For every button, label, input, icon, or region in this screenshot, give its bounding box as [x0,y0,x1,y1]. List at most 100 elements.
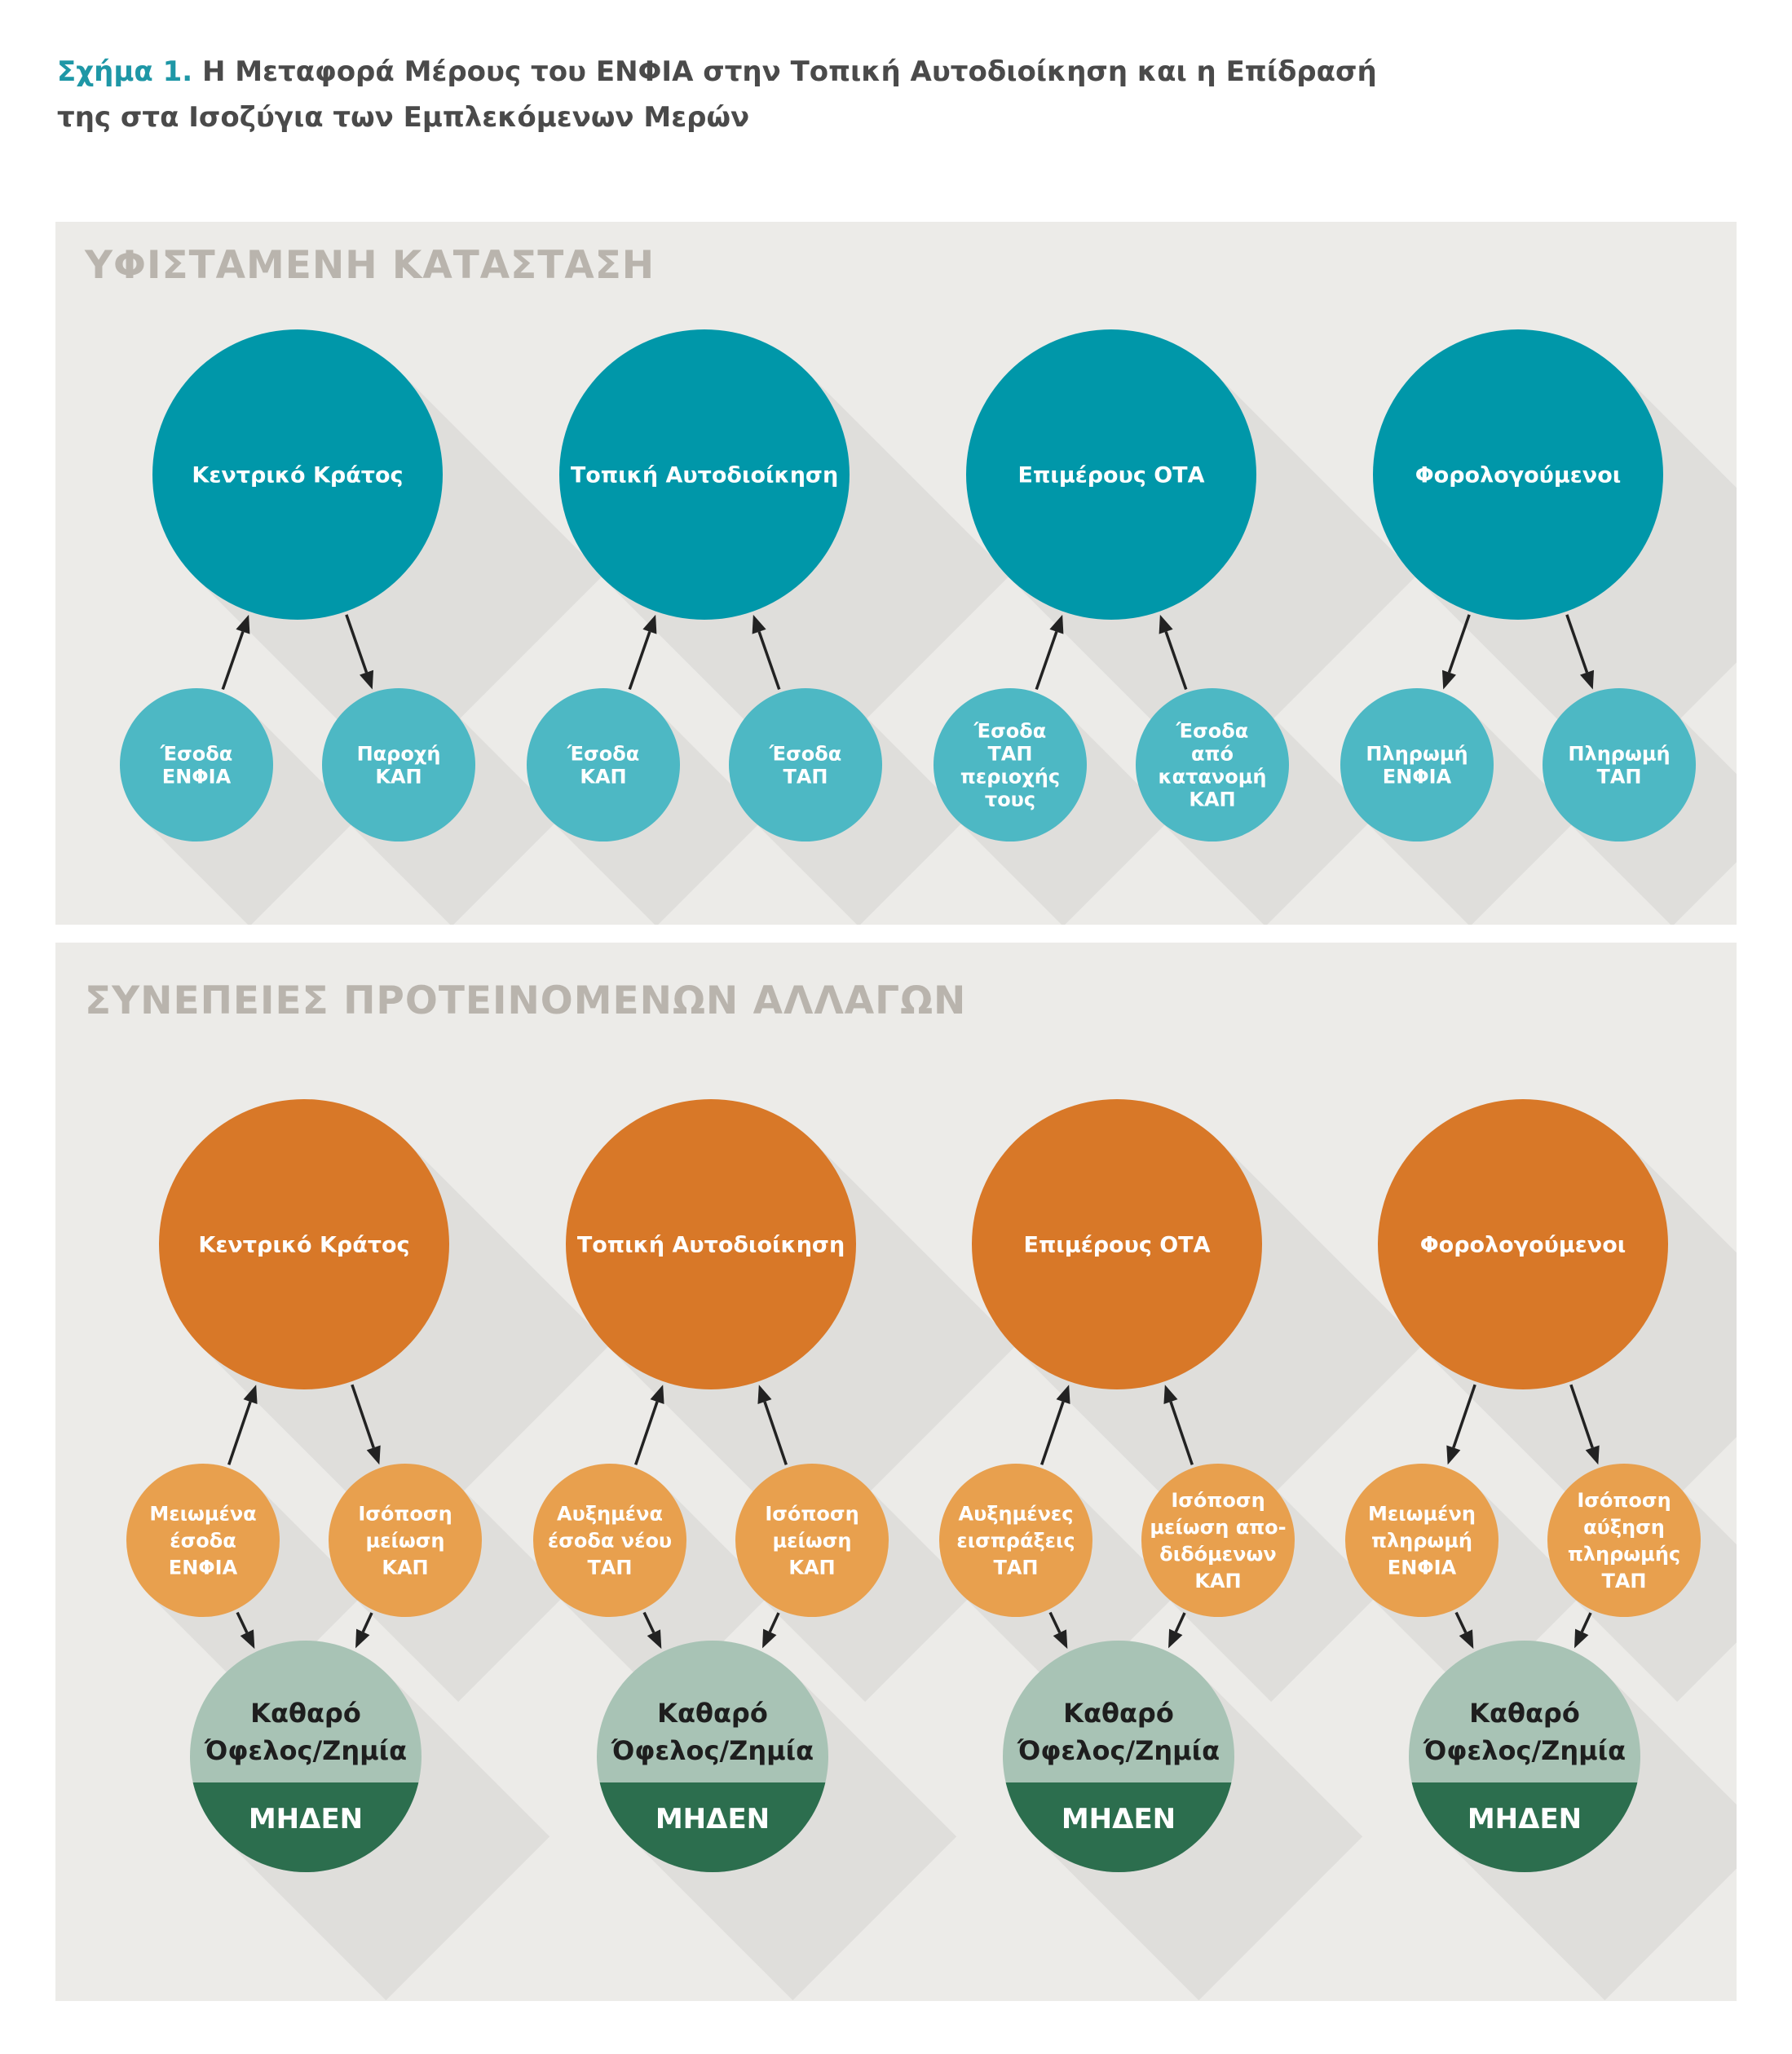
net-result-label: Όφελος/Ζημία [204,1735,407,1766]
flow-arrow-line [1565,614,1589,674]
entity-circle [1373,329,1663,620]
flow-arrow-head [1056,1385,1070,1404]
flow-arrow-head [642,614,657,634]
flow-label-left: έσοδα νέου [548,1530,672,1553]
flow-arrow-line [1174,1612,1186,1633]
flow-label-left: ΕΝΦΙΑ [1388,1557,1457,1579]
flow-circle-right [1136,688,1289,841]
flow-circle-left [934,688,1087,841]
flow-arrow-head [1459,1629,1474,1650]
flow-arrow-head [647,1629,662,1650]
flow-arrow-line [763,1401,788,1465]
flow-circle-right [735,1464,889,1617]
flow-label-right: ΚΑΠ [375,766,422,788]
flow-arrow-head [1163,1385,1178,1404]
figure-title-line-1: Σχήμα 1. Η Μεταφορά Μέρους του ΕΝΦΙΑ στη… [57,49,1606,95]
flow-arrow-head [762,1628,777,1649]
entity-label: Τοπική Αυτοδιοίκηση [571,463,838,488]
flow-arrow-line [236,1611,249,1634]
entity-circle [566,1099,856,1389]
net-result-label: Καθαρό [1469,1698,1580,1729]
flow-label-right: πληρωμής [1568,1543,1680,1566]
panel-title-proposed-changes: ΣΥΝΕΠΕΙΕΣ ΠΡΟΤΕΙΝΟΜΕΝΩΝ ΑΛΛΑΓΩΝ [85,978,967,1023]
flow-label-right: Ισόποση [1577,1489,1671,1512]
flow-arrow-line [1569,1384,1594,1449]
entity-label: Φορολογούμενοι [1420,1233,1626,1258]
entity-label: Τοπική Αυτοδιοίκηση [577,1233,845,1258]
flow-label-left: Μειωμένη [1368,1503,1476,1526]
flow-label-left: Μειωμένα [149,1503,256,1526]
net-result-value: ΜΗΔΕΝ [249,1803,363,1835]
flow-arrow-head [757,1385,772,1404]
flow-arrow-line [628,631,651,691]
flow-arrow-line [221,631,245,691]
flow-circle-left [527,688,680,841]
flow-arrow-head [360,669,374,690]
flow-arrow-head [355,1628,370,1649]
panel-title-current-situation: ΥΦΙΣΤΑΜΕΝΗ ΚΑΤΑΣΤΑΣΗ [85,243,655,288]
flow-arrow-line [1048,1611,1062,1634]
entity-label: Κεντρικό Κράτος [192,463,403,488]
net-result-value: ΜΗΔΕΝ [1062,1803,1176,1835]
flow-circle-right [322,688,475,841]
flow-circle-left [1340,688,1494,841]
flow-arrow-line [1035,631,1058,691]
figure-title: Σχήμα 1. Η Μεταφορά Μέρους του ΕΝΦΙΑ στη… [57,49,1606,140]
flow-label-left: ΕΝΦΙΑ [1383,766,1452,788]
diagram-proposed-changes: Κεντρικό ΚράτοςΜειωμέναέσοδαΕΝΦΙΑΙσόποση… [126,1099,1737,2001]
flow-arrow-head [366,1445,381,1465]
flow-arrow-line [361,1612,373,1633]
flow-arrow-line [768,1612,780,1633]
flow-arrow-line [634,1401,659,1465]
flow-label-right: ΤΑΠ [1596,766,1641,788]
flow-arrow-line [1454,1611,1468,1634]
flow-label-left: έσοδα [170,1530,236,1553]
flow-arrow-line [1164,631,1188,691]
entity-label: Επιμέρους ΟΤΑ [1024,1233,1211,1258]
figure-number: Σχήμα 1. [57,55,193,88]
figure-title-line-2: της στα Ισοζύγια των Εμπλεκόμενων Μερών [57,101,750,134]
flow-label-right: Έσοδα [1176,720,1248,743]
flow-label-right: ΤΑΠ [1601,1570,1646,1592]
flow-label-left: ΤΑΠ [587,1557,632,1579]
flow-label-left: εισπράξεις [956,1530,1075,1553]
flow-arrow-head [1159,614,1173,634]
flow-label-right: μείωση [772,1530,851,1553]
entity-circle [159,1099,449,1389]
flow-label-left: Αυξημένα [557,1503,663,1526]
flow-arrow-line [351,1384,375,1449]
net-result-label: Όφελος/Ζημία [1423,1735,1626,1766]
flow-label-right: από [1191,743,1234,766]
flow-circle-left [939,1464,1092,1617]
figure-title-text: Η Μεταφορά Μέρους του ΕΝΦΙΑ στην Τοπική … [192,55,1377,88]
flow-circle-right [1543,688,1696,841]
flow-arrow-head [650,1385,664,1404]
flow-arrow-head [1585,1445,1600,1465]
flow-arrow-line [1169,1401,1194,1465]
flow-label-right: διδόμενων [1159,1543,1276,1566]
flow-label-left: ΚΑΠ [580,766,626,788]
flow-circle-right [1141,1464,1295,1617]
net-result-label: Όφελος/Ζημία [1017,1735,1220,1766]
flow-arrow-head [1053,1629,1068,1650]
flow-label-left: Έσοδα [567,743,639,766]
flow-arrow-line [1447,614,1471,674]
flow-label-left: πληρωμή [1371,1530,1472,1553]
flow-arrow-head [1168,1628,1183,1649]
flow-arrow-head [1574,1628,1589,1649]
net-result-label: Καθαρό [250,1698,361,1729]
flow-arrow-head [1441,669,1456,690]
flow-circle-right [729,688,882,841]
net-result-value: ΜΗΔΕΝ [655,1803,770,1835]
flow-label-left: Αυξημένες [959,1503,1074,1526]
flow-circle-left [533,1464,686,1617]
flow-arrow-head [243,1385,258,1404]
flow-label-right: ΚΑΠ [382,1557,428,1579]
flow-arrow-line [345,614,369,674]
flow-arrow-line [1452,1384,1476,1449]
flow-circle-left [1345,1464,1498,1617]
flow-label-right: ΚΑΠ [1189,788,1235,811]
flow-label-right: αύξηση [1583,1516,1665,1539]
flow-label-right: ΚΑΠ [1194,1570,1241,1592]
